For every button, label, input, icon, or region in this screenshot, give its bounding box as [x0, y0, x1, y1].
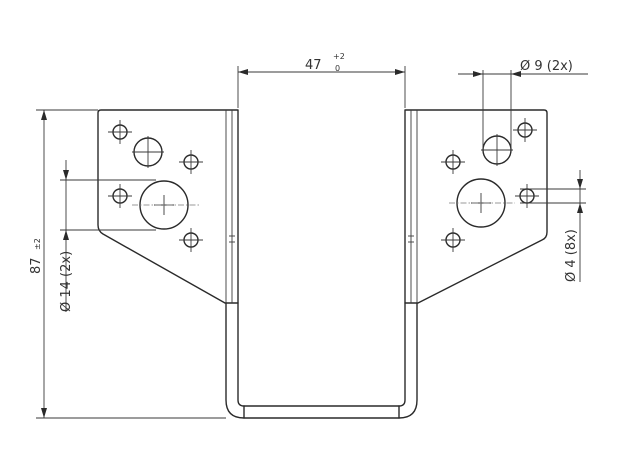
dimension-micro-hole: Ø 4 (8x) — [520, 170, 586, 282]
left-holes — [108, 120, 203, 252]
hole-small-left-3 — [108, 184, 132, 208]
left-plate — [97, 109, 239, 304]
dimension-height: 87 ±2 — [29, 109, 226, 419]
hole-small-left-4 — [179, 228, 203, 252]
small-hole-label: Ø 9 (2x) — [520, 59, 573, 74]
hole-small-left-1 — [108, 120, 132, 144]
dimension-small-hole: Ø 9 (2x) — [458, 59, 588, 150]
hole-large-left — [132, 180, 200, 230]
hole-small-right-1 — [513, 118, 537, 142]
height-tol-label: ±2 — [33, 238, 42, 250]
micro-hole-label: Ø 4 (8x) — [564, 229, 579, 282]
width-tol-upper-label: +2 — [333, 52, 345, 61]
dimension-large-hole: Ø 14 (2x) — [59, 160, 156, 312]
right-plate — [404, 109, 548, 304]
hole-small-right-3 — [515, 184, 539, 208]
right-holes — [441, 118, 539, 252]
height-nominal-label: 87 — [29, 257, 44, 274]
hole-small-right-4 — [441, 228, 465, 252]
width-nominal-label: 47 — [305, 58, 322, 73]
hole-medium-left — [132, 136, 164, 168]
hole-small-left-2 — [179, 150, 203, 174]
u-channel — [225, 302, 418, 419]
hole-medium-right — [481, 134, 513, 166]
large-hole-label: Ø 14 (2x) — [59, 251, 74, 312]
width-tol-lower-label: 0 — [335, 64, 340, 73]
hole-small-right-2 — [441, 150, 465, 174]
dimension-width: 47 +2 0 — [237, 52, 406, 108]
hole-large-right — [449, 178, 515, 228]
